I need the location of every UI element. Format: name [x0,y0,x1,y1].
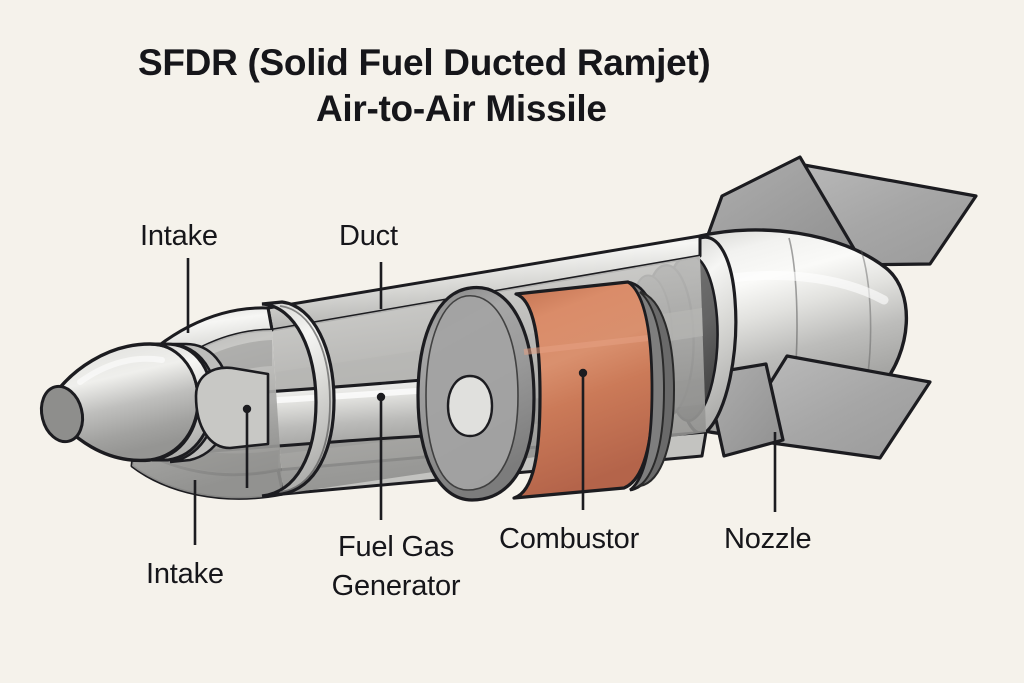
leader-lines [186,258,777,545]
diagram-title: SFDR (Solid Fuel Ducted Ramjet) Air-to-A… [138,40,898,132]
leader-combustor [578,368,588,510]
label-nozzle: Nozzle [724,523,812,555]
label-duct: Duct [339,220,398,252]
fuel-gas-generator [416,285,536,502]
leader-intake-inner [242,404,252,488]
label-intake-bottom: Intake [146,558,224,590]
label-fuel-gas-generator-line1: Fuel Gas [337,531,455,563]
label-fuel-gas-generator: Fuel Gas Generator [311,528,481,606]
leader-fuel-gas-generator [376,392,386,520]
label-fuel-gas-generator-line2: Generator [331,570,461,602]
label-intake-top: Intake [140,220,218,252]
intake-section [39,300,336,500]
title-line-2: Air-to-Air Missile [316,88,607,129]
title-line-1: SFDR (Solid Fuel Ducted Ramjet) [138,42,711,83]
label-combustor: Combustor [499,523,640,555]
